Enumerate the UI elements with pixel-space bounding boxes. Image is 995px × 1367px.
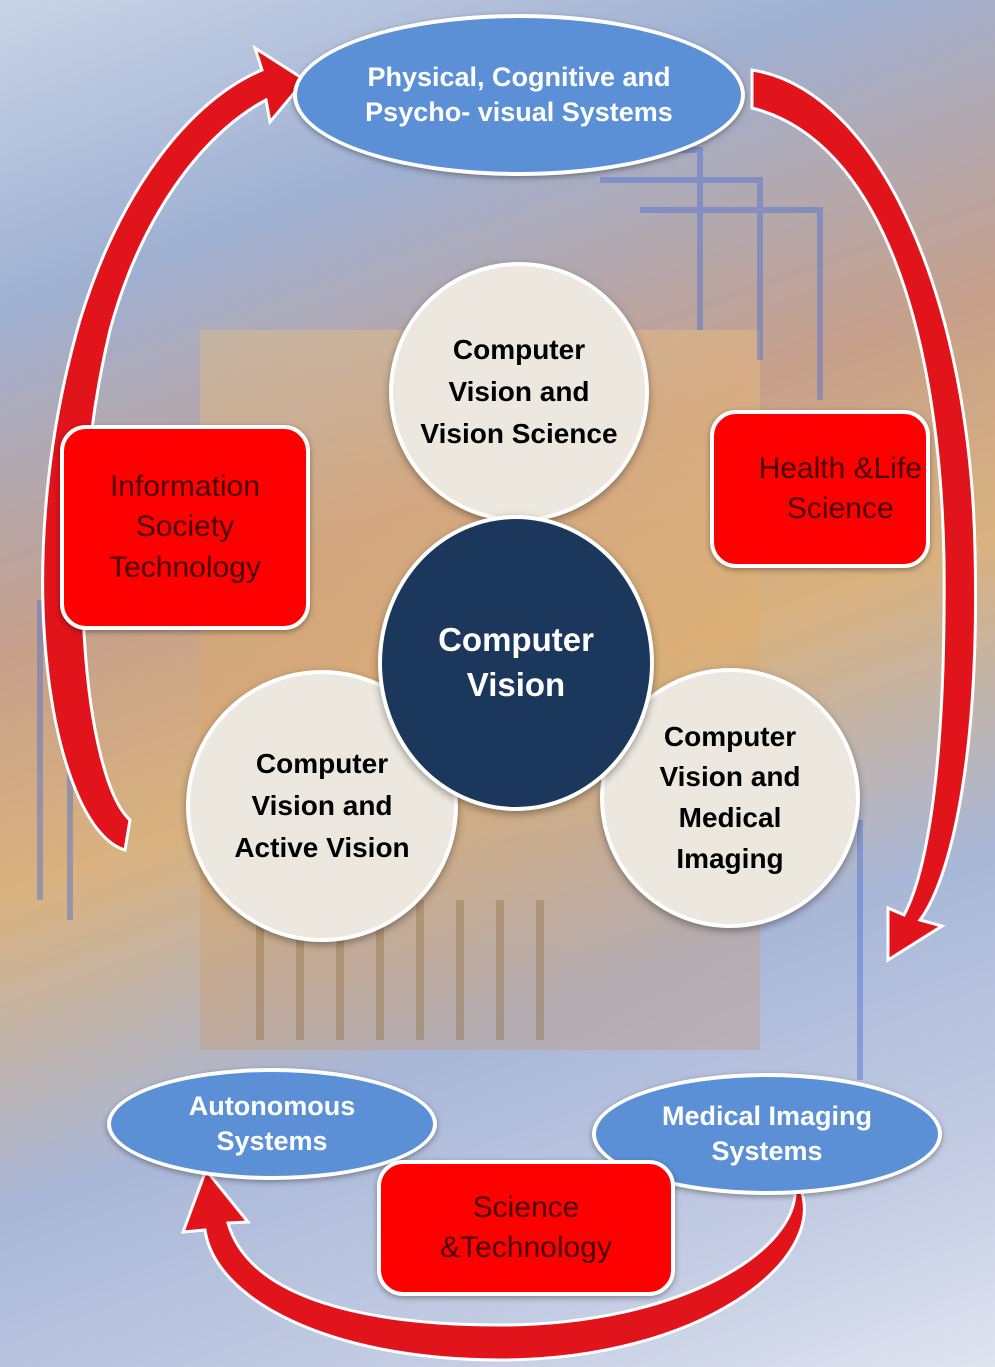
center-line-1: Computer [438,621,594,659]
vision-science-line-3: Vision Science [420,418,618,449]
vision-science-line-2: Vision and [448,376,590,407]
health-life-science-box: Health &Life Science [710,410,930,568]
active-vision-line-1: Computer [255,748,389,779]
physical-cognitive-line-1: Physical, Cognitive and [367,61,671,92]
autonomous-line-2: Systems [216,1126,328,1156]
medical-imaging-line-4: Imaging [676,842,784,874]
center-line-2: Vision [466,666,566,703]
health-life-line-1: Health &Life [758,451,922,485]
vision-science-circle: Computer Vision and Vision Science [389,262,649,522]
information-society-line-1: Information [109,469,261,503]
science-technology-line-2: &Technology [440,1231,612,1264]
autonomous-line-1: Autonomous [188,1090,356,1121]
physical-cognitive-systems-node: Physical, Cognitive and Psycho- visual S… [293,14,745,176]
information-society-line-2: Society [135,510,235,544]
arrow-right-down [750,68,977,963]
medical-systems-line-1: Medical Imaging [661,1100,873,1131]
science-technology-line-1: Science [472,1190,580,1224]
computer-vision-center-circle: Computer Vision [378,515,654,811]
medical-imaging-line-1: Computer [663,720,797,752]
physical-cognitive-line-2: Psycho- visual Systems [365,97,673,127]
science-technology-box: Science &Technology [377,1160,675,1296]
information-society-technology-box: Information Society Technology [60,425,310,630]
health-life-line-2: Science [786,492,894,525]
active-vision-line-2: Vision and [251,790,393,821]
vision-science-line-1: Computer [452,334,586,365]
active-vision-line-3: Active Vision [234,832,410,863]
autonomous-systems-node: Autonomous Systems [107,1068,437,1180]
arrow-bottom [180,1167,806,1362]
medical-imaging-line-2: Vision and [659,761,801,793]
medical-imaging-line-3: Medical [678,802,782,833]
medical-systems-line-2: Systems [711,1136,823,1166]
information-society-line-3: Technology [109,550,261,584]
